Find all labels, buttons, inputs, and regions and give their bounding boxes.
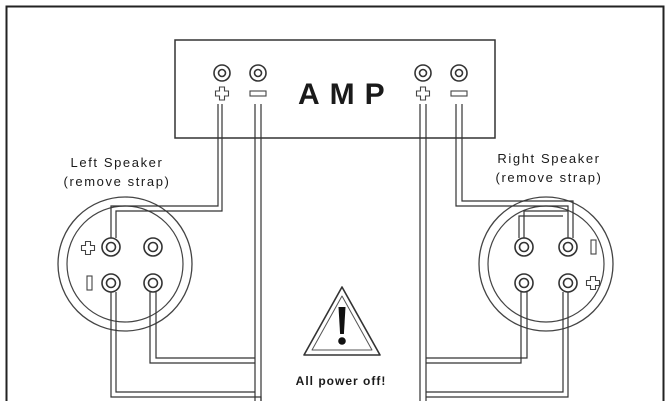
amp-right-negative-terminal <box>450 64 468 82</box>
right-speaker-note: (remove strap) <box>496 170 603 185</box>
left-speaker-terminal-plate <box>57 196 193 332</box>
amplifier-label: AMP <box>298 78 395 111</box>
amplifier: AMP <box>174 39 496 139</box>
right-speaker-plus-icon <box>585 275 601 291</box>
left-speaker-positive-terminal <box>101 237 121 257</box>
wire-right-negative <box>455 104 569 238</box>
wire-left-negative-return <box>110 292 262 401</box>
right-speaker-upper-terminal <box>514 237 534 257</box>
wire-left-lower <box>149 292 255 364</box>
left-speaker-negative-terminal <box>101 273 121 293</box>
right-speaker-negative-terminal <box>558 237 578 257</box>
wire-right-upper <box>523 210 568 238</box>
wire-left-positive-inner <box>115 104 223 238</box>
speaker-wiring <box>110 104 574 401</box>
wire-left-negative-return-inner <box>115 292 255 393</box>
amp-right-positive-terminal <box>414 64 432 82</box>
left-speaker-minus-icon <box>86 275 93 291</box>
wire-right-lower-inner <box>426 292 528 359</box>
amp-right-positive-plus-icon <box>415 86 431 101</box>
warning-icon <box>303 286 381 356</box>
left-speaker-upper-terminal <box>143 237 163 257</box>
left-speaker-note: (remove strap) <box>64 174 171 189</box>
wire-right-upper-inner <box>518 215 563 238</box>
left-speaker-plus-icon <box>80 240 96 256</box>
right-speaker-minus-icon <box>590 239 597 255</box>
wire-right-positive-return-inner <box>426 292 564 393</box>
wire-right-positive-return <box>426 292 569 398</box>
warning-text: All power off! <box>296 374 387 388</box>
left-speaker-title: Left Speaker <box>71 155 164 170</box>
amp-left-positive-terminal <box>213 64 231 82</box>
amp-right-negative-minus-icon <box>450 90 468 97</box>
amp-left-negative-minus-icon <box>249 90 267 97</box>
left-speaker-lower-terminal <box>143 273 163 293</box>
amplifier-box <box>174 39 496 139</box>
wire-right-lower <box>426 292 522 364</box>
wire-right-negative-inner <box>461 104 574 238</box>
right-speaker-lower-terminal <box>514 273 534 293</box>
wire-left-lower-inner <box>155 292 255 359</box>
amp-left-negative-terminal <box>249 64 267 82</box>
right-speaker-positive-terminal <box>558 273 578 293</box>
wire-left-positive <box>110 104 219 238</box>
right-speaker-title: Right Speaker <box>497 151 600 166</box>
amp-left-positive-plus-icon <box>214 86 230 101</box>
right-speaker-terminal-plate <box>478 196 614 332</box>
